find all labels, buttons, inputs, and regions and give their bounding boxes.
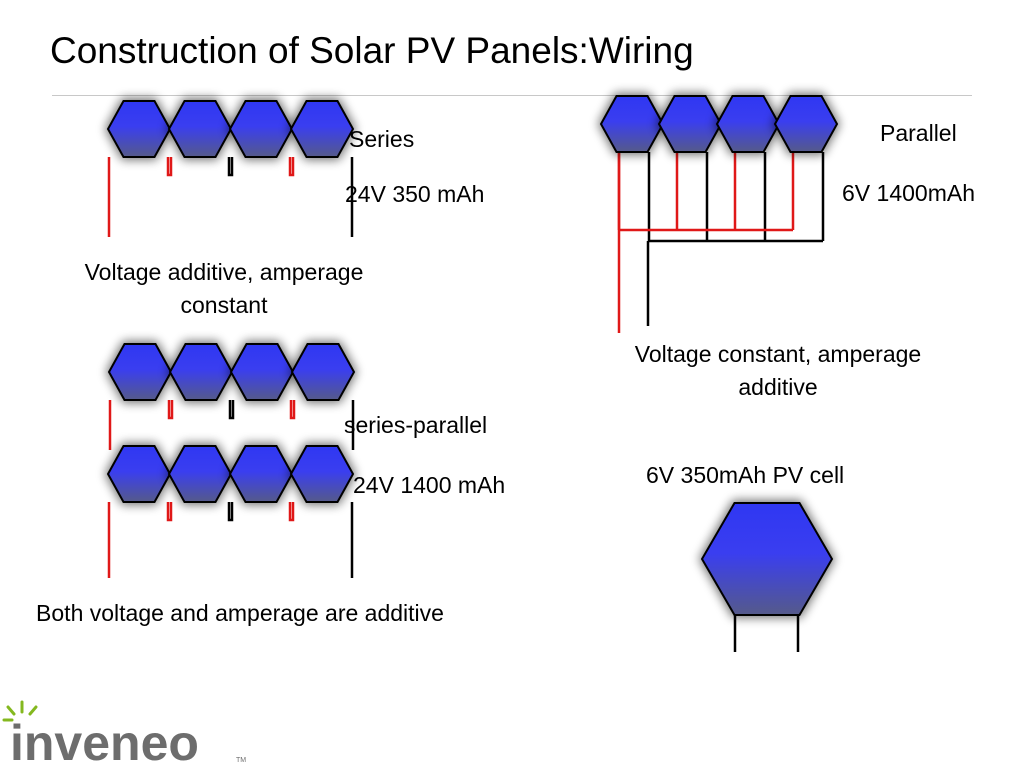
series-cell-4 <box>288 98 356 160</box>
sp-bottom-jumper-1 <box>166 502 173 522</box>
pv-cells <box>105 93 840 618</box>
series-jumper-2 <box>227 157 234 177</box>
series-rating: 24V 350 mAh <box>345 181 485 207</box>
sp-bottom-jumper-2 <box>227 502 234 522</box>
wires <box>107 152 825 652</box>
sp-top-cell-2 <box>167 341 235 403</box>
series-parallel-caption: Both voltage and amperage are additive <box>36 600 444 626</box>
parallel-cell-2 <box>656 93 724 155</box>
sp-bottom-cell-4 <box>288 443 356 505</box>
slide-title: Construction of Solar PV Panels:Wiring <box>50 30 694 71</box>
logo-trademark: TM <box>236 757 246 764</box>
sp-bottom-jumper-3 <box>288 502 295 522</box>
sunburst-icon <box>2 700 38 722</box>
series-jumper-3 <box>288 157 295 177</box>
series-cell-1 <box>105 98 173 160</box>
parallel-label: Parallel <box>880 120 957 146</box>
parallel-caption: Voltage constant, amperage additive <box>634 341 922 400</box>
sp-top-jumper-3 <box>289 400 296 420</box>
single-pv-cell <box>699 500 835 618</box>
series-label: Series <box>349 126 415 152</box>
series-jumper-1 <box>166 157 173 177</box>
sp-top-jumper-2 <box>228 400 235 420</box>
parallel-cell-3 <box>714 93 782 155</box>
series-parallel-label: series-parallel <box>344 412 488 438</box>
logo-wordmark: inveneo <box>10 715 199 767</box>
title-divider <box>52 95 972 96</box>
sp-top-cell-1 <box>106 341 174 403</box>
sp-bottom-cell-3 <box>227 443 295 505</box>
sp-bottom-cell-1 <box>105 443 173 505</box>
series-parallel-rating: 24V 1400 mAh <box>353 472 506 498</box>
parallel-cell-1 <box>598 93 666 155</box>
sp-top-cell-4 <box>289 341 357 403</box>
inveneo-logo: inveneo TM <box>2 700 246 767</box>
single-cell-label: 6V 350mAh PV cell <box>646 462 845 488</box>
sp-top-jumper-1 <box>167 400 174 420</box>
series-cell-3 <box>227 98 295 160</box>
series-caption: Voltage additive, amperage constant <box>84 259 364 318</box>
series-cell-2 <box>166 98 234 160</box>
parallel-rating: 6V 1400mAh <box>842 180 975 206</box>
parallel-cell-4 <box>772 93 840 155</box>
sp-bottom-cell-2 <box>166 443 234 505</box>
sp-top-cell-3 <box>228 341 296 403</box>
